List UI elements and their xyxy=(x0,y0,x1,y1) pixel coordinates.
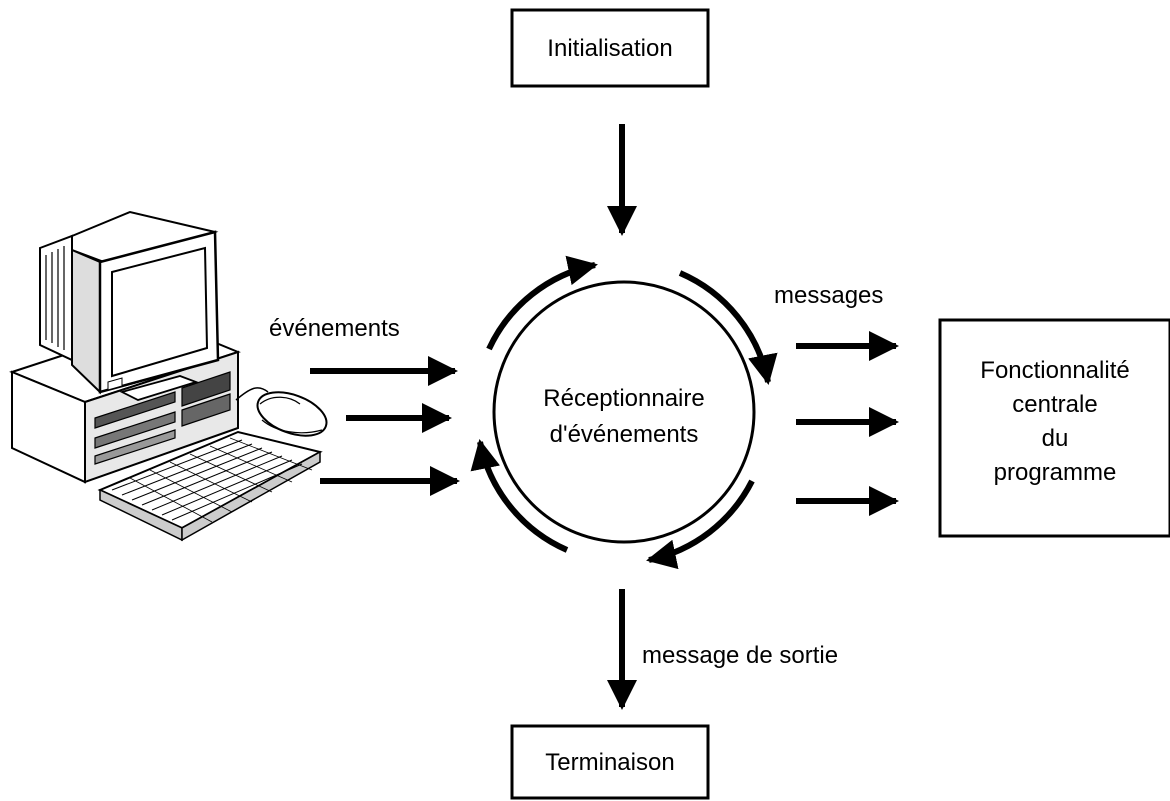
receiver-label-line-2: d'événements xyxy=(550,421,699,448)
mouse-icon xyxy=(235,387,328,437)
loop-arrow-top-left xyxy=(486,255,598,351)
loop-arrows xyxy=(470,255,778,570)
desktop-computer-icon xyxy=(9,210,241,484)
termination-label: Terminaison xyxy=(545,749,674,776)
core-label-line-4: programme xyxy=(994,459,1117,486)
events-label: événements xyxy=(269,315,400,342)
termination-box: Terminaison xyxy=(510,724,710,800)
loop-arrow-bottom-right xyxy=(646,479,755,570)
core-functionality-box: Fonctionnalité centrale du programme xyxy=(938,318,1170,538)
initialisation-box: Initialisation xyxy=(510,8,710,88)
exit-message-label: message de sortie xyxy=(642,642,838,669)
keyboard-icon xyxy=(97,430,323,542)
receiver-label-line-1: Réceptionnaire xyxy=(543,385,704,412)
messages-label: messages xyxy=(774,282,883,309)
core-label-line-1: Fonctionnalité xyxy=(980,357,1129,384)
core-label-line-3: du xyxy=(1042,425,1069,452)
initialisation-label: Initialisation xyxy=(547,35,672,62)
core-label-line-2: centrale xyxy=(1012,391,1097,418)
loop-arrow-top-right xyxy=(678,270,778,385)
loop-arrow-bottom-left xyxy=(470,439,569,553)
event-receiver-circle: Réceptionnaire d'événements xyxy=(492,280,756,544)
computer-illustration xyxy=(9,210,328,542)
straight-arrows xyxy=(310,124,899,710)
